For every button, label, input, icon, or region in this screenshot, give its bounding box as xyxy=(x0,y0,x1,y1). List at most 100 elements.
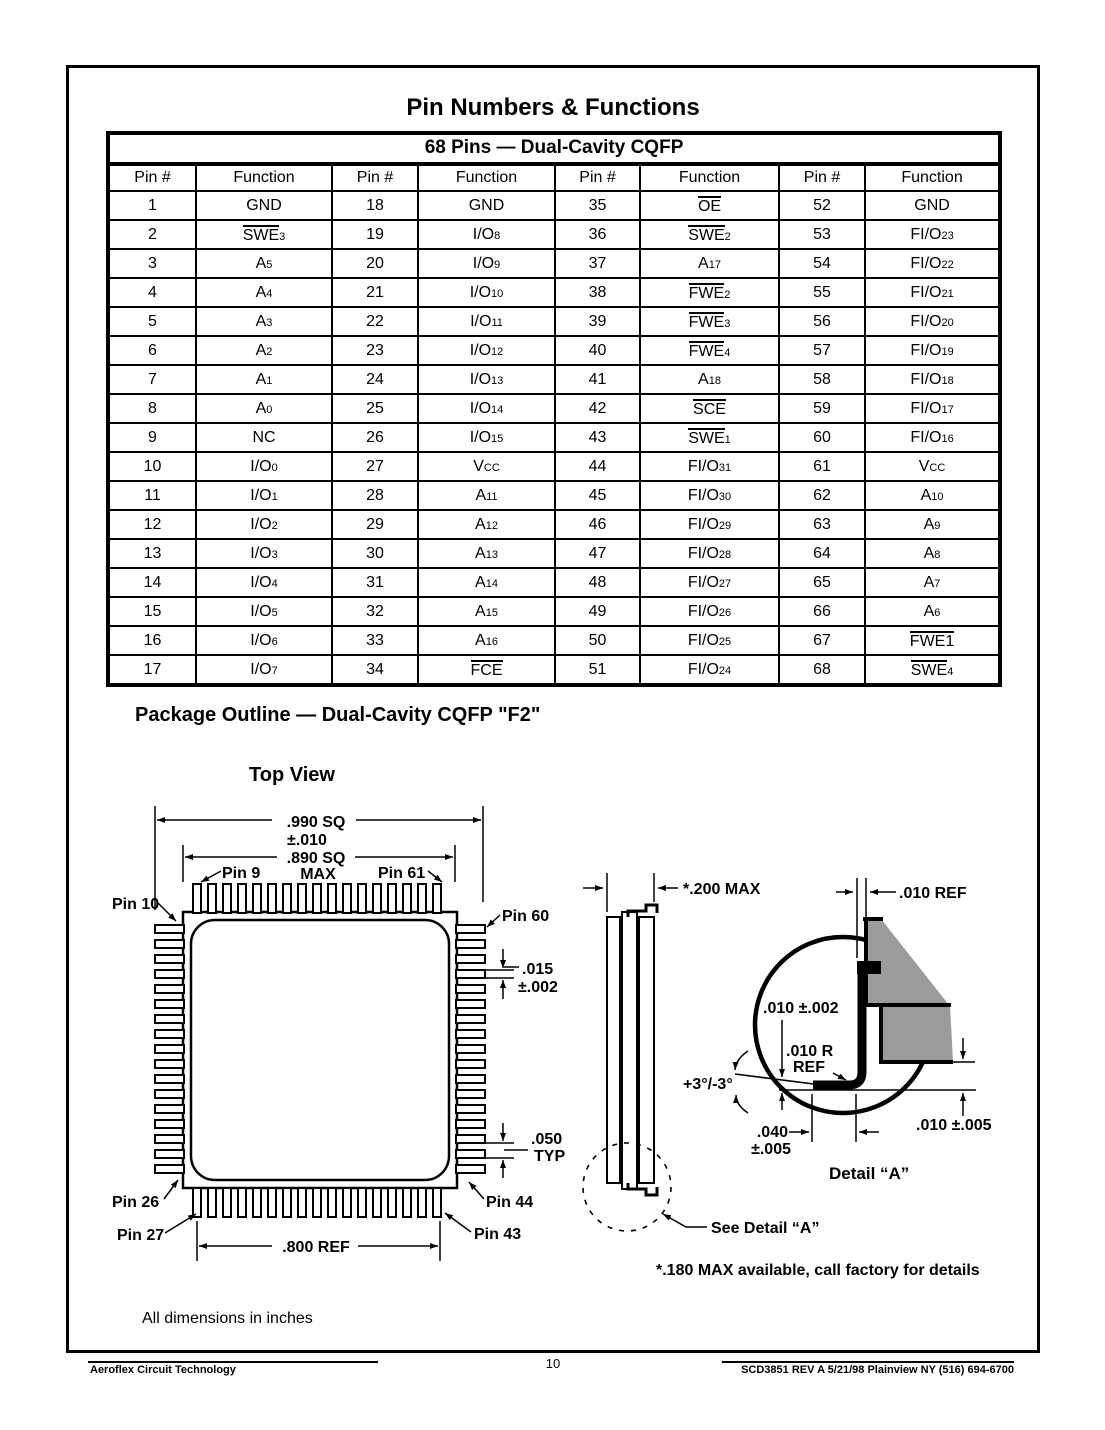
function-cell: A1 xyxy=(195,364,333,395)
function-cell: FI/O20 xyxy=(863,306,1002,337)
pin-lead xyxy=(455,969,486,979)
pin-number-cell: 30 xyxy=(331,538,419,569)
pin-lead xyxy=(455,1074,486,1084)
pin-lead xyxy=(154,939,185,949)
pin-number-cell: 59 xyxy=(778,393,866,424)
function-cell: A16 xyxy=(417,625,556,656)
pin-number-cell: 60 xyxy=(778,422,866,453)
pin-lead xyxy=(455,1104,486,1114)
column-header: Pin # xyxy=(554,163,641,192)
side-lead-top xyxy=(626,903,659,917)
pin-number-cell: 24 xyxy=(331,364,419,395)
pin-number-cell: 27 xyxy=(331,451,419,482)
pin-number-cell: 13 xyxy=(107,538,197,569)
pin-lead xyxy=(154,954,185,964)
side-view: *.200 MAX See Detail “A” xyxy=(582,873,819,1237)
function-cell: FI/O23 xyxy=(863,219,1002,250)
pin-number-cell: 51 xyxy=(554,654,641,686)
pin-number-cell: 32 xyxy=(331,596,419,627)
detail-a-label: Detail “A” xyxy=(829,1164,909,1183)
pin-lead xyxy=(455,1029,486,1039)
function-cell: SWE4 xyxy=(863,654,1002,686)
function-cell: A15 xyxy=(417,596,556,627)
pin-lead xyxy=(455,1059,486,1069)
function-cell: FI/O28 xyxy=(639,538,780,569)
function-cell: A10 xyxy=(863,480,1002,511)
pin-lead xyxy=(357,1187,367,1218)
pin-lead xyxy=(327,1187,337,1218)
dim-890-sq: .890 SQ xyxy=(287,850,346,867)
function-cell: I/O14 xyxy=(417,393,556,424)
pin-number-cell: 47 xyxy=(554,538,641,569)
pin-number-cell: 12 xyxy=(107,509,197,540)
dim-015-tol: ±.002 xyxy=(518,979,558,996)
pin-number-cell: 66 xyxy=(778,596,866,627)
function-cell: FWE4 xyxy=(639,335,780,366)
function-cell: FI/O24 xyxy=(639,654,780,686)
pin-lead xyxy=(222,883,232,914)
pin-number-cell: 29 xyxy=(331,509,419,540)
page-border xyxy=(66,65,1040,1353)
function-cell: A14 xyxy=(417,567,556,598)
function-cell: FI/O18 xyxy=(863,364,1002,395)
pin-lead xyxy=(455,1134,486,1144)
pin-table-title: 68 Pins — Dual-Cavity CQFP xyxy=(106,132,1002,166)
function-cell: A8 xyxy=(863,538,1002,569)
pin-lead xyxy=(387,1187,397,1218)
function-cell: I/O0 xyxy=(195,451,333,482)
pin-lead xyxy=(402,1187,412,1218)
pin-lead xyxy=(455,1014,486,1024)
function-cell: GND xyxy=(195,190,333,221)
pin10-label: Pin 10 xyxy=(112,896,159,913)
pin-number-cell: 18 xyxy=(331,190,419,221)
pin-number-cell: 49 xyxy=(554,596,641,627)
function-cell: I/O12 xyxy=(417,335,556,366)
pin-number-cell: 64 xyxy=(778,538,866,569)
pin-number-cell: 39 xyxy=(554,306,641,337)
pin-lead xyxy=(154,1074,185,1084)
function-cell: FI/O21 xyxy=(863,277,1002,308)
pin-lead xyxy=(312,883,322,914)
pin-lead xyxy=(154,984,185,994)
pin-lead xyxy=(327,883,337,914)
pin-table-header-row: Pin # Function Pin # Function Pin # Func… xyxy=(107,163,1002,192)
pin-number-cell: 14 xyxy=(107,567,197,598)
pin-lead xyxy=(432,883,442,914)
function-cell: I/O13 xyxy=(417,364,556,395)
function-cell: I/O5 xyxy=(195,596,333,627)
pin-lead xyxy=(154,999,185,1009)
function-cell: FI/O17 xyxy=(863,393,1002,424)
pin-number-cell: 63 xyxy=(778,509,866,540)
pin-lead xyxy=(222,1187,232,1218)
function-cell: FI/O25 xyxy=(639,625,780,656)
pin27-label: Pin 27 xyxy=(117,1227,164,1244)
pin-lead xyxy=(154,1089,185,1099)
pin-number-cell: 35 xyxy=(554,190,641,221)
dim-010-r-ref: REF xyxy=(793,1059,825,1076)
footer-rule-right xyxy=(722,1361,1014,1363)
left-pins xyxy=(154,924,185,1174)
footnote: *.180 MAX available, call factory for de… xyxy=(656,1262,980,1279)
pin-lead xyxy=(455,954,486,964)
pin-lead xyxy=(297,883,307,914)
pin-number-cell: 44 xyxy=(554,451,641,482)
pin-lead xyxy=(192,1187,202,1218)
dim-050-typ: TYP xyxy=(534,1148,565,1165)
pin-lead xyxy=(154,1134,185,1144)
pin-lead xyxy=(432,1187,442,1218)
function-cell: A3 xyxy=(195,306,333,337)
pin-number-cell: 68 xyxy=(778,654,866,686)
pin-number-cell: 37 xyxy=(554,248,641,279)
pin-number-cell: 43 xyxy=(554,422,641,453)
function-cell: NC xyxy=(195,422,333,453)
pin9-label: Pin 9 xyxy=(222,865,260,882)
pin-lead xyxy=(154,924,185,934)
pin-lead xyxy=(267,883,277,914)
function-cell: I/O8 xyxy=(417,219,556,250)
function-cell: FI/O31 xyxy=(639,451,780,482)
function-cell: SWE1 xyxy=(639,422,780,453)
pin-number-cell: 3 xyxy=(107,248,197,279)
